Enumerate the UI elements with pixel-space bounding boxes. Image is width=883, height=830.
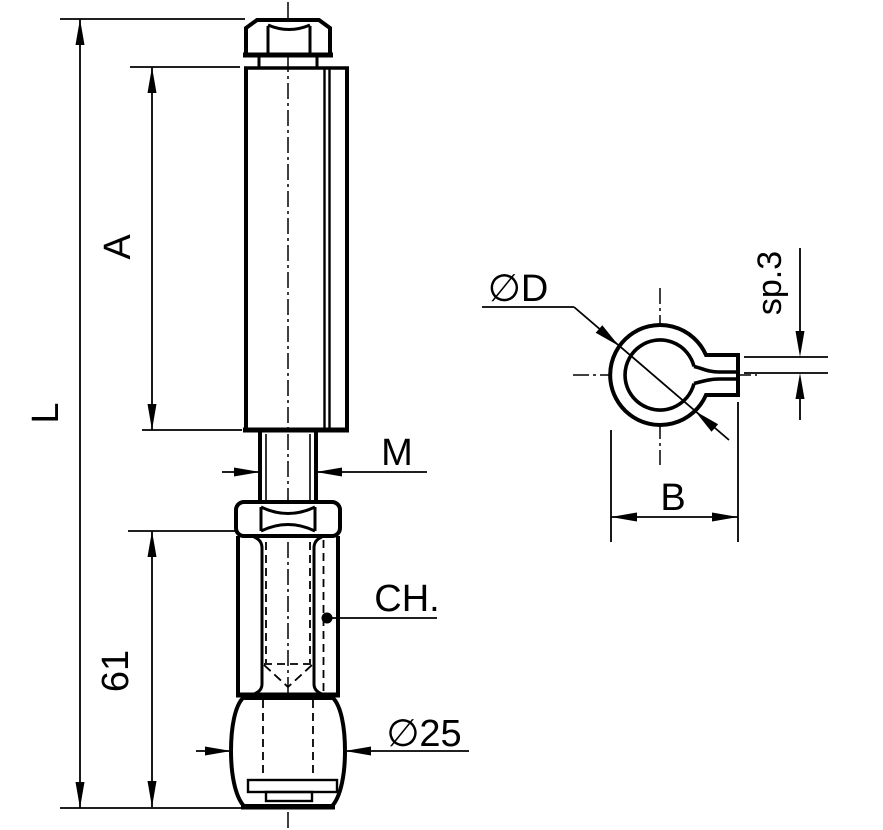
dimensions-front: L A 61 M <box>25 18 469 809</box>
hex-nut <box>234 500 342 538</box>
A-arrow-top <box>147 67 157 93</box>
nut-chamfer-arc-bottom <box>260 523 316 533</box>
hex-head <box>243 18 333 58</box>
hex-head-chamfer-arc <box>267 23 311 31</box>
dD-label: ∅D <box>488 268 549 310</box>
61-arrow-top <box>147 531 157 557</box>
L-label: L <box>25 402 67 423</box>
body-facet-right <box>312 535 323 696</box>
A-arrow-bottom <box>147 404 157 430</box>
sp3-arrow-down <box>795 331 805 357</box>
d25-arrow-right <box>345 746 371 756</box>
section-slot-bottom-line <box>693 377 738 386</box>
hex-head-outline <box>244 18 332 57</box>
M-arrow-left <box>234 467 260 477</box>
d25-arrow-left <box>205 746 231 756</box>
threaded-rod <box>258 432 318 504</box>
dimension-M: M <box>222 432 427 477</box>
A-label: A <box>97 234 139 260</box>
61-label: 61 <box>95 650 137 692</box>
dD-arrow-lower <box>695 411 719 432</box>
section-inner-bore <box>623 338 696 412</box>
dimension-61: 61 <box>95 530 236 807</box>
dimension-d25: ∅25 <box>196 713 469 756</box>
sp3-arrow-up <box>795 373 805 399</box>
section-slot-top-line <box>693 364 738 374</box>
upper-tube <box>243 66 349 433</box>
body-facet-left <box>253 535 264 696</box>
M-label: M <box>381 432 413 474</box>
hex-body <box>236 535 340 698</box>
dimension-A: A <box>97 66 242 431</box>
body-hidden-drill-point <box>263 664 313 689</box>
sp3-label: sp.3 <box>751 251 789 315</box>
B-arrow-left <box>611 512 637 522</box>
L-arrow-top <box>75 19 85 45</box>
dimension-B: B <box>610 402 739 542</box>
B-label: B <box>660 477 685 519</box>
nut-chamfer-arc-top <box>260 505 316 515</box>
section-view: ∅D sp.3 B <box>482 248 828 542</box>
dimension-L: L <box>25 18 245 809</box>
61-arrow-bottom <box>147 781 157 807</box>
d25-label: ∅25 <box>386 713 461 755</box>
section-outer-profile <box>608 323 740 427</box>
dimension-dD: ∅D <box>482 268 730 441</box>
foot-slot-inner <box>264 790 314 803</box>
CH-label: CH. <box>374 578 439 620</box>
dD-arrow-upper <box>595 325 619 346</box>
dimension-sp3: sp.3 <box>744 248 828 420</box>
foot <box>228 696 348 810</box>
M-arrow-right <box>316 467 342 477</box>
front-view <box>228 2 349 828</box>
callout-CH: CH. <box>321 578 440 624</box>
B-arrow-right <box>712 512 738 522</box>
L-arrow-bottom <box>75 782 85 808</box>
head-collar <box>257 56 319 68</box>
nut-outline <box>234 500 342 538</box>
